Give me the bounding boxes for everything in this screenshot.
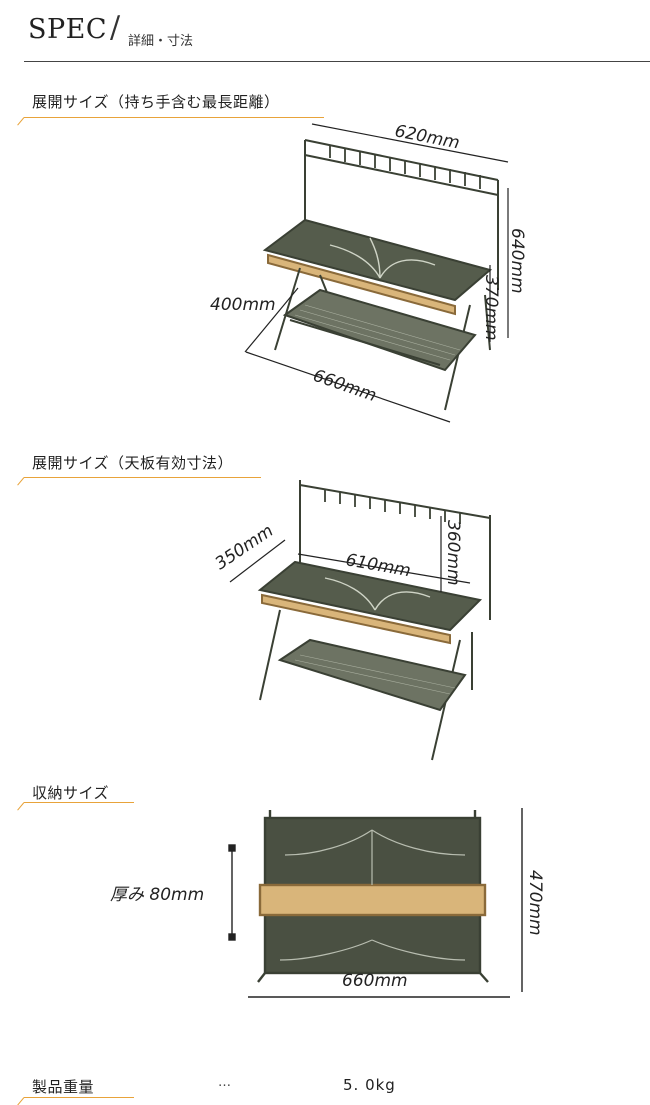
weight-value: 5. 0kg: [343, 1076, 396, 1094]
dim-thickness-label: 厚み 80mm: [110, 885, 204, 905]
dim-length-label: 660mm: [310, 366, 379, 406]
dim-height-label: 470mm: [525, 870, 545, 936]
expanded-top-diagram: 350mm 610mm 360mm: [212, 480, 491, 761]
title-slash: /: [110, 10, 121, 45]
dim-depth-label: 350mm: [212, 521, 278, 574]
section-underline: [24, 802, 134, 803]
dim-height-label: 640mm: [507, 228, 527, 294]
section-underline-tick: [17, 117, 25, 126]
dim-shelf-height-label: 370mm: [481, 275, 501, 341]
section-underline: [24, 1097, 134, 1098]
dim-depth-label: 400mm: [210, 295, 276, 315]
dim-width-label: 620mm: [393, 121, 461, 153]
expanded-full-diagram: 620mm 640mm 370mm 400mm 660mm: [210, 121, 527, 423]
section-label-weight: 製品重量: [32, 1078, 95, 1096]
section-underline-tick: [17, 802, 25, 811]
dim-width-label: 660mm: [342, 971, 408, 991]
section-underline: [24, 117, 324, 118]
dim-height-label: 360mm: [443, 520, 463, 586]
weight-leader-dots: …: [218, 1075, 231, 1090]
section-label-stored: 収納サイズ: [32, 784, 110, 802]
page-subtitle: 詳細・寸法: [128, 34, 194, 49]
page-title: SPEC: [28, 14, 108, 45]
section-underline: [24, 477, 261, 478]
section-label-expanded-full: 展開サイズ（持ち手含む最長距離）: [32, 93, 280, 111]
stored-diagram: 厚み 80mm 470mm 660mm: [110, 808, 545, 998]
section-label-expanded-top: 展開サイズ（天板有効寸法）: [32, 454, 234, 472]
header-divider: [24, 61, 650, 62]
section-underline-tick: [17, 477, 25, 486]
